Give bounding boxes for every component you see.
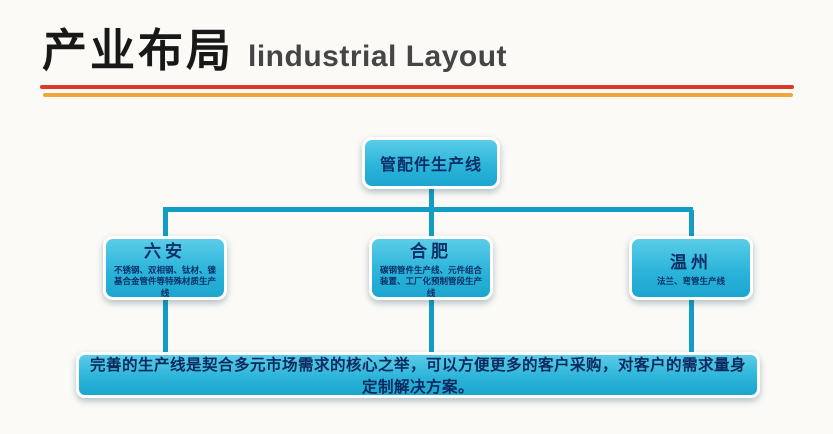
page-title-english: lindustrial Layout bbox=[248, 40, 508, 73]
divider-red-line bbox=[40, 85, 794, 89]
connector-root-down bbox=[429, 189, 434, 209]
node-hefei-label: 合肥 bbox=[410, 241, 452, 261]
page-title-chinese: 产业布局 bbox=[42, 25, 235, 76]
connector-drop-hefei bbox=[429, 210, 434, 236]
connector-horizontal bbox=[163, 207, 693, 212]
connector-luan-banner bbox=[163, 300, 168, 352]
summary-banner: 完善的生产线是契合多元市场需求的核心之举，可以方便更多的客户采购，对客户的需求量… bbox=[76, 352, 760, 398]
connector-drop-luan bbox=[163, 210, 168, 236]
page-title: 产业布局 lindustrial Layout bbox=[42, 14, 507, 79]
connector-hefei-banner bbox=[429, 300, 434, 352]
connector-wenzhou-banner bbox=[689, 300, 694, 352]
node-luan-description: 不锈钢、双相钢、钛材、镍基合金管件等特殊材质生产线 bbox=[113, 264, 216, 298]
connector-drop-wenzhou bbox=[689, 210, 694, 236]
node-hefei-description: 碳钢管件生产线、元件组合装置、工厂化预制管段生产线 bbox=[379, 264, 482, 298]
summary-banner-text: 完善的生产线是契合多元市场需求的核心之举，可以方便更多的客户采购，对客户的需求量… bbox=[89, 357, 746, 396]
node-pipe-fittings-line: 管配件生产线 bbox=[362, 137, 500, 189]
node-hefei: 合肥 碳钢管件生产线、元件组合装置、工厂化预制管段生产线 bbox=[369, 236, 493, 300]
node-luan: 六安 不锈钢、双相钢、钛材、镍基合金管件等特殊材质生产线 bbox=[103, 236, 227, 300]
node-wenzhou-description: 法兰、弯管生产线 bbox=[656, 276, 725, 287]
node-luan-label: 六安 bbox=[144, 241, 186, 261]
node-pipe-fittings-line-label: 管配件生产线 bbox=[379, 157, 482, 174]
node-wenzhou: 温州 法兰、弯管生产线 bbox=[629, 236, 753, 300]
node-wenzhou-label: 温州 bbox=[670, 253, 712, 273]
divider-orange-line bbox=[43, 93, 793, 97]
